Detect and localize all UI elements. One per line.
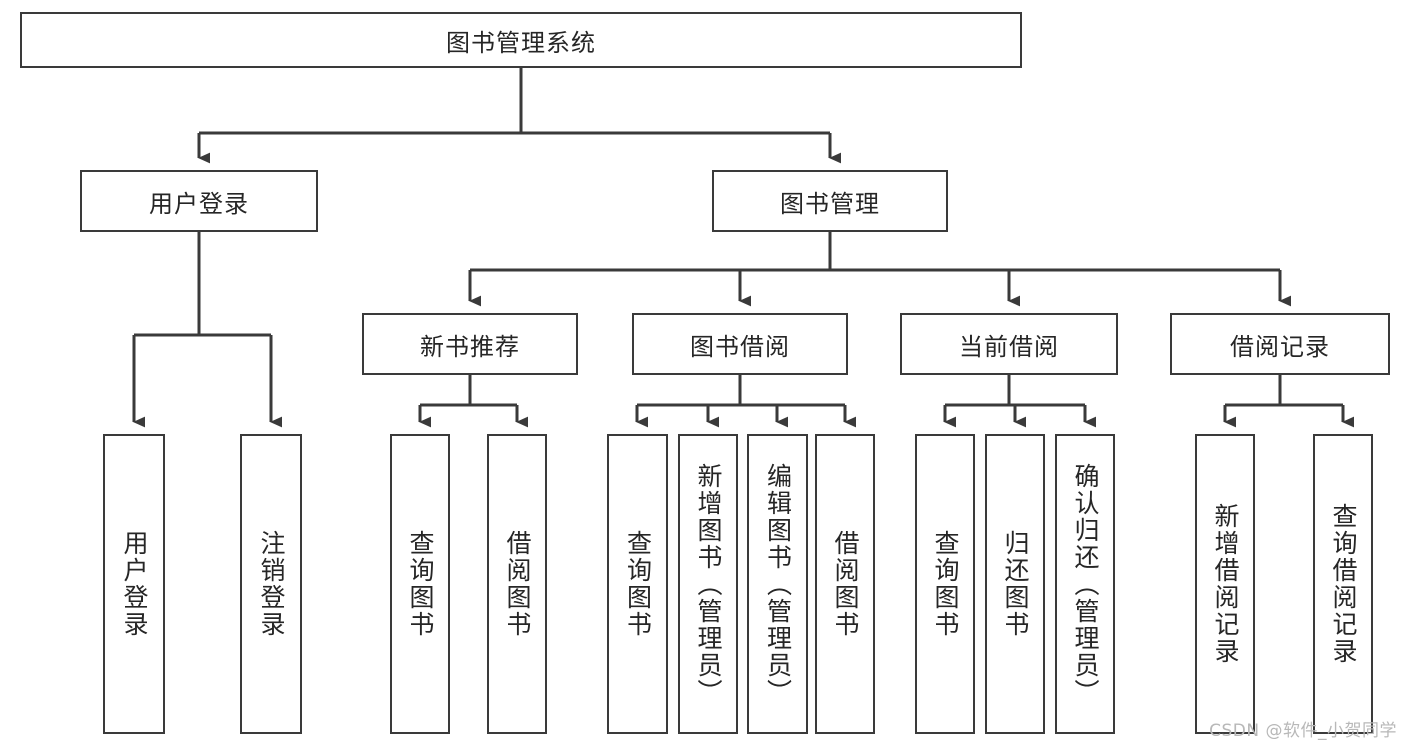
node-current-borrow-label: 当前借阅 [959,332,1059,361]
node-leaf-return-book-label: 归还图书 [1001,530,1030,638]
node-leaf-query-borrow-record-label: 查询借阅记录 [1329,503,1358,665]
node-root[interactable]: 图书管理系统 [20,12,1022,68]
node-leaf-query-book-rec[interactable]: 查询图书 [390,434,450,734]
node-book-mgmt[interactable]: 图书管理 [712,170,948,232]
node-leaf-borrow-book-label: 借阅图书 [831,530,860,638]
node-leaf-query-book-current[interactable]: 查询图书 [915,434,975,734]
node-leaf-confirm-return-label: 确认归还（管理员） [1071,462,1100,706]
node-leaf-query-book-current-label: 查询图书 [931,530,960,638]
node-leaf-borrow-book-rec[interactable]: 借阅图书 [487,434,547,734]
node-borrow-record[interactable]: 借阅记录 [1170,313,1390,375]
node-leaf-borrow-book[interactable]: 借阅图书 [815,434,875,734]
node-user-login[interactable]: 用户登录 [80,170,318,232]
watermark-text: CSDN @软件_小贺同学 [1209,721,1397,741]
node-leaf-borrow-book-rec-label: 借阅图书 [503,530,532,638]
node-leaf-query-borrow-record[interactable]: 查询借阅记录 [1313,434,1373,734]
node-leaf-query-book-borrow-label: 查询图书 [623,530,653,638]
node-leaf-confirm-return[interactable]: 确认归还（管理员） [1055,434,1115,734]
node-leaf-add-borrow-record-label: 新增借阅记录 [1211,503,1240,665]
node-user-login-label: 用户登录 [149,189,249,218]
node-borrow-record-label: 借阅记录 [1230,332,1330,361]
node-leaf-user-login-label: 用户登录 [120,530,149,638]
node-leaf-query-book-rec-label: 查询图书 [406,530,435,638]
node-leaf-logout[interactable]: 注销登录 [240,434,302,734]
node-leaf-add-book-label: 新增图书（管理员） [694,462,723,706]
node-leaf-query-book-borrow[interactable]: 查询图书 [607,434,668,734]
node-leaf-return-book[interactable]: 归还图书 [985,434,1045,734]
node-leaf-logout-label: 注销登录 [257,530,286,638]
node-root-label: 图书管理系统 [446,28,596,57]
node-leaf-add-borrow-record[interactable]: 新增借阅记录 [1195,434,1255,734]
node-leaf-add-book[interactable]: 新增图书（管理员） [678,434,738,734]
node-book-borrow-label: 图书借阅 [690,332,790,361]
node-new-book-recommend-label: 新书推荐 [420,332,520,361]
node-new-book-recommend[interactable]: 新书推荐 [362,313,578,375]
node-leaf-edit-book[interactable]: 编辑图书（管理员） [747,434,808,734]
node-book-borrow[interactable]: 图书借阅 [632,313,848,375]
node-current-borrow[interactable]: 当前借阅 [900,313,1118,375]
node-leaf-edit-book-label: 编辑图书（管理员） [763,462,793,706]
node-leaf-user-login[interactable]: 用户登录 [103,434,165,734]
node-book-mgmt-label: 图书管理 [780,189,880,218]
